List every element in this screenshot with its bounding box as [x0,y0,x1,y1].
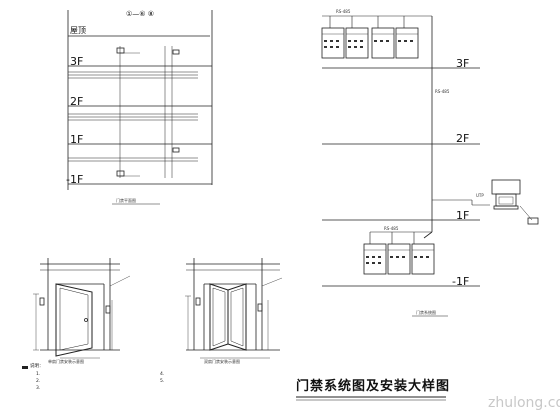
note-line-5: 5. [160,379,165,384]
symbol-note: ①—⑥ ⑧ [126,10,155,18]
right-system-diagram [321,15,539,317]
floor-label-1f: 1F [70,133,84,146]
bus-label-bottom: RS-485 [384,226,399,231]
right-floor-label-2f: 2F [456,132,470,145]
system-caption: 门禁系统图 [416,310,436,315]
watermark: zhulong.com [488,395,560,411]
single-door-caption: 单扇门禁安装示意图 [48,359,84,364]
floor-label-b1: -1F [66,173,84,186]
double-door-caption: 双扇门禁安装示意图 [204,359,240,364]
note-line-3: 3. [36,386,41,391]
workstation-cable-label: UTP [476,193,484,198]
bus-label-top: RS-485 [336,9,351,14]
floor-label-roof: 屋顶 [70,26,86,35]
double-door-detail [185,258,283,359]
floor-label-2f: 2F [70,95,84,108]
note-line-2: 2. [36,379,41,384]
riser-caption: 门禁平面图 [116,198,136,203]
note-line-1: 1. [36,372,41,377]
notes-block [22,366,28,369]
riser-cable-label: RS-485 [435,89,450,94]
main-drawing-title: 门禁系统图及安装大样图 [296,379,451,394]
title-underline [296,396,446,401]
notes-heading: 说明： [30,364,44,369]
note-line-4: 4. [160,372,165,377]
floor-label-3f: 3F [70,55,84,68]
right-floor-label-3f: 3F [456,57,470,70]
controller-detail-dots [324,40,429,264]
left-riser-diagram [67,10,213,205]
single-door-detail [33,258,131,359]
right-floor-label-b1: -1F [452,275,470,288]
right-floor-label-1f: 1F [456,209,470,222]
